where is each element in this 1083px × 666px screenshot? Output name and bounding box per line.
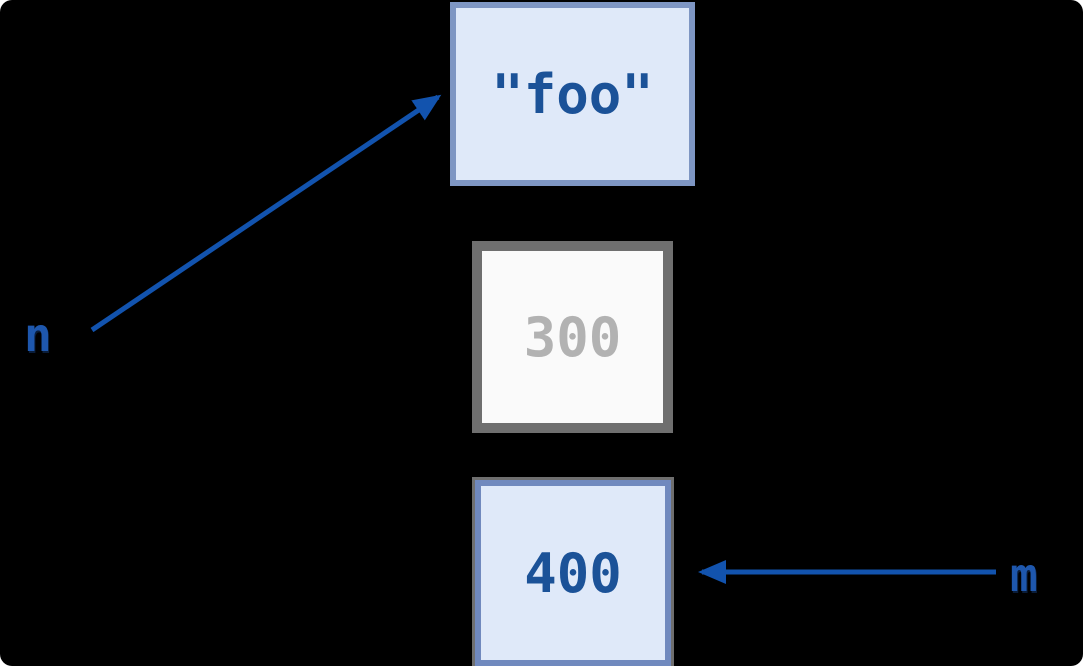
object-value-foo: "foo": [491, 62, 654, 126]
object-box-300: 300: [472, 241, 673, 433]
object-box-foo: "foo": [450, 2, 695, 186]
object-box-400: 400: [472, 477, 674, 666]
object-value-400: 400: [524, 541, 622, 605]
variable-label-n: n: [24, 308, 52, 362]
object-value-300: 300: [523, 305, 622, 369]
arrow-n-to-foo: [90, 94, 442, 333]
variable-label-m: m: [1010, 548, 1038, 602]
